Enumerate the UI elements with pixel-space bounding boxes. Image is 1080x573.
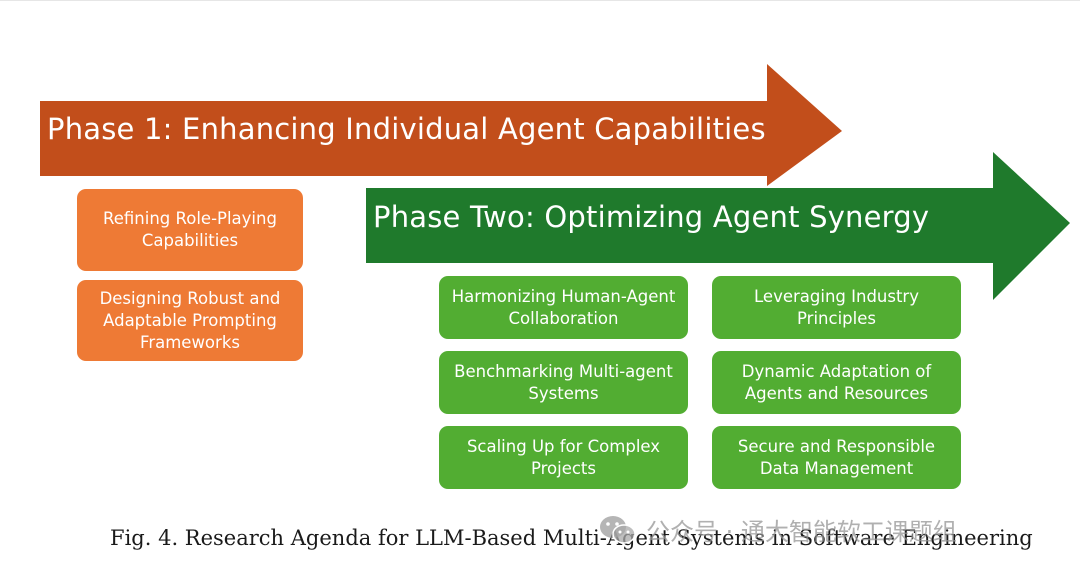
phase-2-title: Phase Two: Optimizing Agent Synergy bbox=[373, 200, 930, 234]
figure-caption: Fig. 4. Research Agenda for LLM-Based Mu… bbox=[110, 526, 1033, 550]
phase-2-item: Dynamic Adaptation of Agents and Resourc… bbox=[712, 351, 961, 414]
wechat-icon bbox=[600, 515, 636, 544]
phase-2-item-label: Harmonizing Human-Agent Collaboration bbox=[451, 286, 676, 328]
phase-1-item: Refining Role-Playing Capabilities bbox=[77, 189, 303, 271]
phase-2-item-label: Secure and Responsible Data Management bbox=[737, 436, 936, 478]
phase-1-item-label: Refining Role-Playing Capabilities bbox=[103, 209, 277, 250]
phase-2-item-label: Leveraging Industry Principles bbox=[754, 286, 919, 328]
phase-2-item: Benchmarking Multi-agent Systems bbox=[439, 351, 688, 414]
phase-1-item-label: Designing Robust and Adaptable Prompting… bbox=[99, 288, 281, 352]
watermark: 公众号 · 通大智能软工课题组 bbox=[598, 512, 957, 547]
phase-2-item-label: Scaling Up for Complex Projects bbox=[466, 436, 661, 478]
phase-2-item: Harmonizing Human-Agent Collaboration bbox=[439, 276, 688, 339]
phase-2-item: Scaling Up for Complex Projects bbox=[439, 426, 688, 489]
phase-2-item: Secure and Responsible Data Management bbox=[712, 426, 961, 489]
phase-1-arrow bbox=[40, 64, 842, 186]
phase-2-item: Leveraging Industry Principles bbox=[712, 276, 961, 339]
phase-2-arrow bbox=[366, 152, 1070, 300]
watermark-text: 公众号 · 通大智能软工课题组 bbox=[646, 518, 957, 546]
phase-1-item: Designing Robust and Adaptable Prompting… bbox=[77, 280, 303, 361]
phase-2-item-label: Benchmarking Multi-agent Systems bbox=[454, 361, 673, 403]
phase-2-item-label: Dynamic Adaptation of Agents and Resourc… bbox=[741, 361, 932, 403]
top-border-line bbox=[0, 0, 1080, 1]
phase-1-title: Phase 1: Enhancing Individual Agent Capa… bbox=[47, 112, 766, 146]
